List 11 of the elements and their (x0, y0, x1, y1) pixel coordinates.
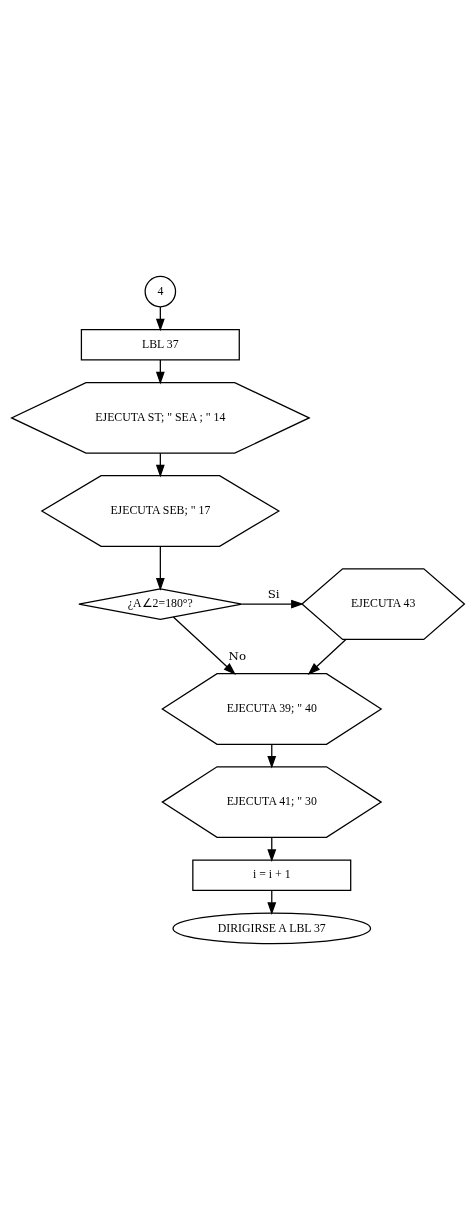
arrow (307, 638, 347, 675)
node-ellipse: DIRIGIRSE A LBL 37 (172, 912, 372, 944)
node-circle: 4 (144, 275, 177, 307)
edge-label: No (228, 648, 247, 663)
node-box: LBL 37 (80, 328, 240, 361)
arrow (172, 615, 236, 675)
arrow (241, 599, 304, 609)
node-box: i = i + 1 (192, 858, 352, 891)
node-diamond: ¿A∠2=180°? (78, 587, 243, 620)
arrow (155, 545, 165, 591)
edge-label: Si (267, 586, 280, 601)
